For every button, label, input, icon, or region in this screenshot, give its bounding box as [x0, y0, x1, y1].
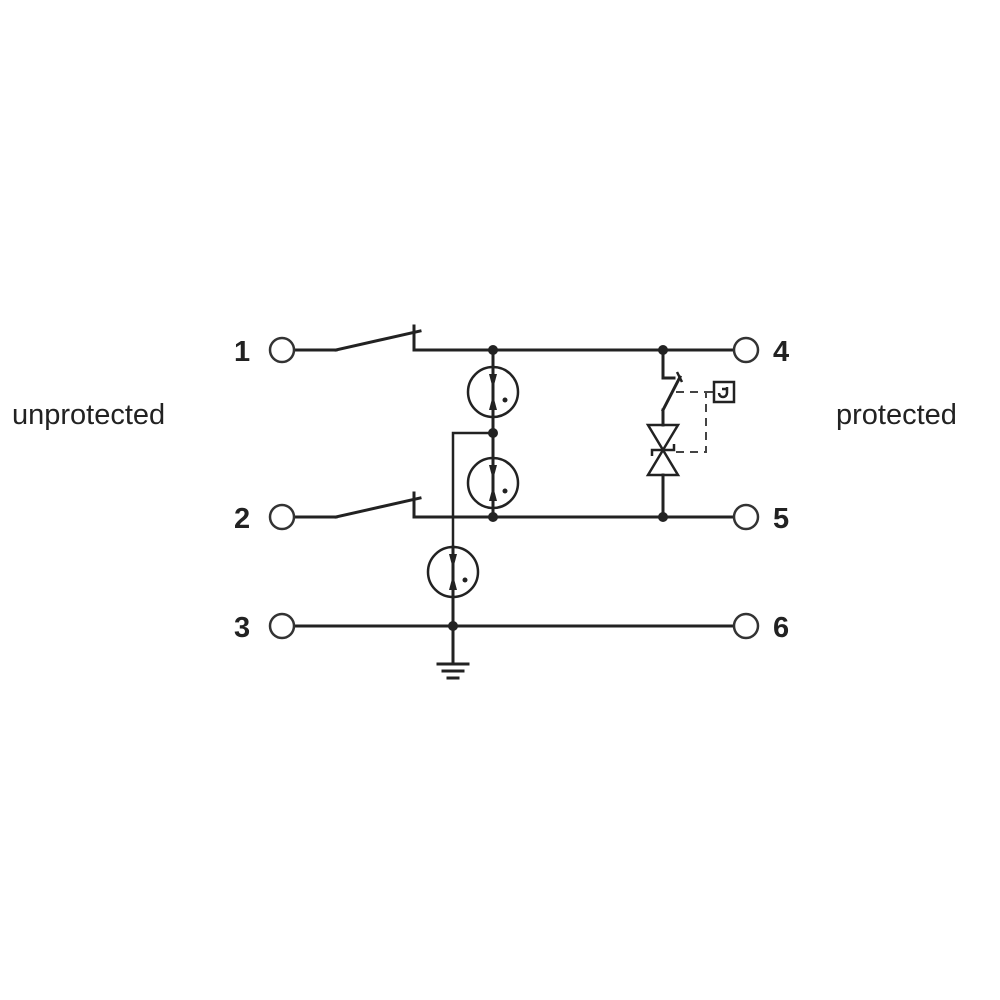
ground-gdt-branch — [426, 431, 493, 666]
terminal-4-label: 4 — [773, 336, 789, 368]
terminal-5 — [732, 503, 760, 531]
gdt-ground-icon — [426, 545, 480, 599]
terminal-4 — [732, 336, 760, 364]
terminal-1-label: 1 — [234, 336, 250, 368]
line-2-wire — [292, 491, 735, 519]
disconnect-switch-line-2 — [334, 496, 422, 519]
junction-dot — [658, 512, 668, 522]
terminal-6 — [732, 612, 760, 640]
terminal-2-label: 2 — [234, 503, 250, 535]
thermal-cutoff-switch — [660, 374, 683, 413]
line-1-wire — [292, 324, 735, 352]
terminal-6-label: 6 — [773, 612, 789, 644]
terminal-2 — [268, 503, 296, 531]
tvs-diode-branch — [645, 345, 684, 522]
gdt-upper-icon — [466, 365, 520, 419]
junction-dot — [448, 621, 458, 631]
protected-side-label: protected — [836, 399, 957, 431]
status-indicator-icon — [712, 380, 736, 404]
bidirectional-tvs-diode-icon — [645, 423, 681, 477]
terminal-3 — [268, 612, 296, 640]
terminal-5-label: 5 — [773, 503, 789, 535]
junction-dot — [658, 345, 668, 355]
thermal-link — [676, 391, 713, 453]
unprotected-side-label: unprotected — [12, 399, 165, 431]
terminal-1 — [268, 336, 296, 364]
junction-dot — [488, 512, 498, 522]
gdt-middle-icon — [466, 456, 520, 510]
disconnect-switch-line-1 — [334, 329, 422, 352]
terminal-3-label: 3 — [234, 612, 250, 644]
ground-icon — [436, 662, 470, 680]
junction-dot — [488, 345, 498, 355]
